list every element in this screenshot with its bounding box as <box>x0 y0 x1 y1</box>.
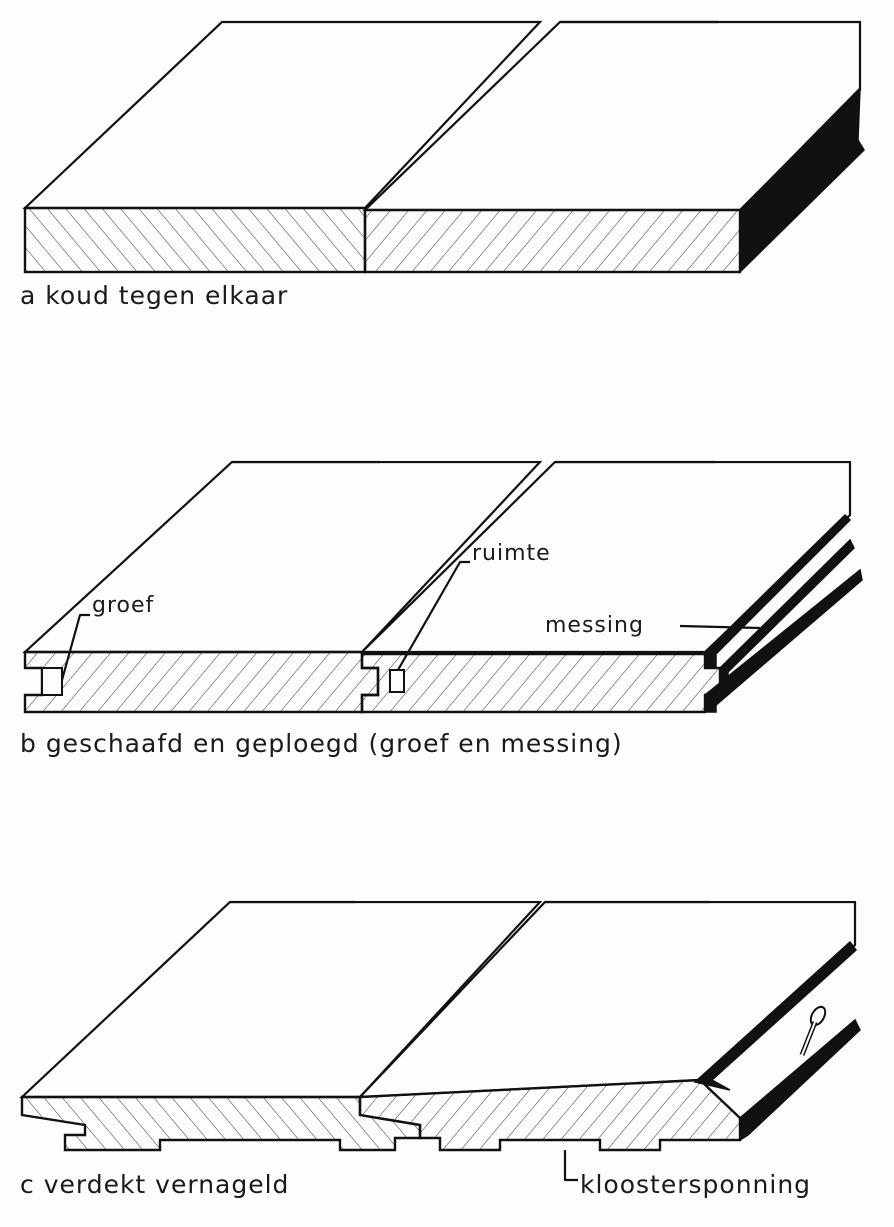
board-1-section <box>23 650 380 714</box>
label-ruimte: ruimte <box>472 541 551 566</box>
board-end-upper <box>704 513 852 669</box>
leader-messing <box>679 624 761 630</box>
board-1-section <box>23 206 367 274</box>
board-end-grain <box>739 86 865 274</box>
label-groef: groef <box>92 593 155 618</box>
board-end-lower <box>704 568 863 713</box>
board-end-upper <box>693 940 858 1091</box>
diagram-b-tongue-groove: groef ruimte messing b geschaafd en gepl… <box>20 455 870 758</box>
label-messing: messing <box>545 613 644 638</box>
diagram-c-secret-nailed: kloostersponning c verdekt vernageld <box>19 895 868 1199</box>
nail-icon <box>799 1005 827 1056</box>
label-kloostersponning: kloostersponning <box>580 1170 811 1199</box>
leader-groef <box>60 613 90 681</box>
diagram-a-butt-joint: a koud tegen elkaar <box>20 20 865 310</box>
leader-kloostersponning <box>563 1150 578 1182</box>
caption-b: b geschaafd en geploegd (groef en messin… <box>20 729 623 758</box>
caption-a: a koud tegen elkaar <box>20 281 288 310</box>
board-end-lower <box>739 1018 861 1142</box>
caption-c: c verdekt vernageld <box>20 1170 289 1199</box>
board-2-section <box>360 652 722 714</box>
leader-ruimte <box>397 560 470 671</box>
board-2-section <box>363 208 742 274</box>
